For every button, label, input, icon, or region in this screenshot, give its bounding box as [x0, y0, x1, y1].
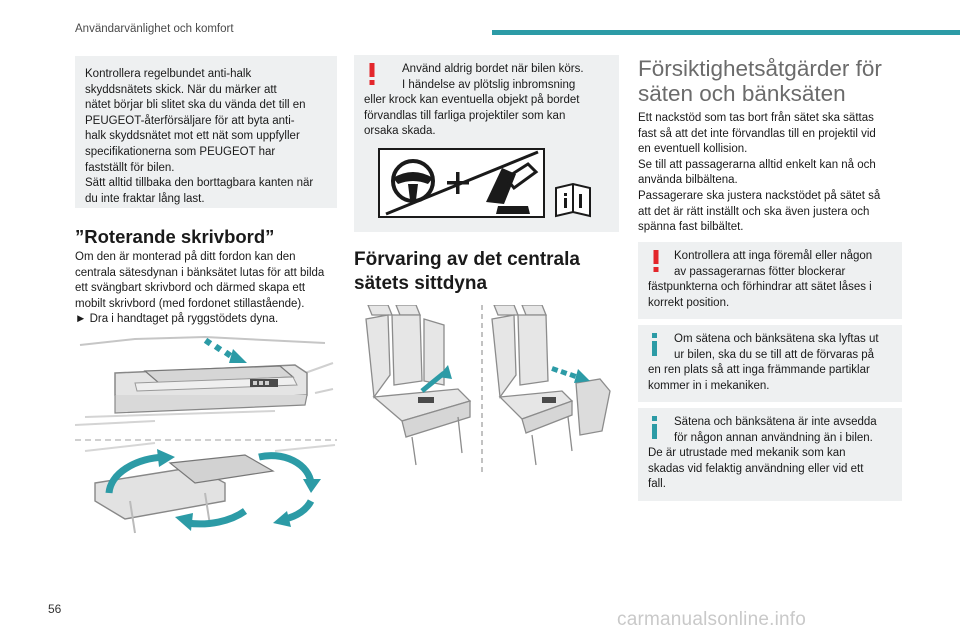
heading-line: sätets sittdyna [354, 272, 488, 294]
info-line: Om sätena och bänksätena ska lyftas ut [674, 333, 879, 345]
manual-book-icon [555, 182, 591, 218]
warning-line: eller krock kan eventuella objekt på bor… [364, 94, 580, 107]
info-line: fall. [648, 478, 666, 491]
heading-line: Försiktighetsåtgärder för [638, 56, 882, 81]
notice-line: PEUGEOT-återförsäljare för att byta anti… [85, 114, 295, 127]
info-line: för någon annan användning än i bilen. [674, 431, 873, 444]
section-heading-seat-precautions: Försiktighetsåtgärder för säten och bänk… [638, 56, 882, 106]
info-line: kommer in i mekaniken. [648, 379, 770, 392]
warning-line: I händelse av plötslig inbromsning [402, 78, 576, 91]
body-line: mobilt skrivbord (med fordonet stillastå… [75, 297, 305, 310]
heading-line: Förvaring av det centrala [354, 249, 580, 270]
rotating-desk-body: Om den är monterad på ditt fordon kan de… [75, 250, 345, 328]
info-icon [652, 333, 660, 356]
body-line: Se till att passagerarna alltid enkelt k… [638, 158, 876, 171]
warning-line: Använd aldrig bordet när bilen körs. [402, 63, 584, 75]
notice-line: skyddsnätets skick. När du märker att [85, 83, 277, 96]
info-line: De är utrustade med mekanik som kan [648, 447, 846, 460]
body-line: fast så att det inte förvandlas till en … [638, 127, 876, 140]
seat-cushion-illustration [365, 305, 611, 473]
desk-illustration [75, 333, 337, 549]
body-line: en eventuell kollision. [638, 143, 748, 156]
body-line: ett svängbart skrivbord och därmed skapa… [75, 282, 306, 295]
notice-line: specifikationerna som PEUGEOT har [85, 145, 276, 158]
notice-line: du inte fraktar lång last. [85, 192, 205, 205]
notice-line: Sätt alltid tillbaka den borttagbara kan… [85, 177, 314, 190]
warning-line: fästpunkterna och förhindrar att sätet l… [648, 281, 872, 294]
warning-line: av passagerarnas fötter blockerar [674, 265, 846, 278]
steering-wheel-icon [391, 159, 435, 203]
section-heading-rotating-desk: ”Roterande skrivbord” [75, 226, 275, 247]
body-line: Passagerare ska justera nackstödet på sä… [638, 189, 881, 202]
heading-line: säten och bänksäten [638, 81, 846, 106]
notice-box-anti-slip: Kontrollera regelbundet anti-halk skydds… [75, 56, 337, 208]
body-line: att det är rätt inställt och ska även ju… [638, 205, 870, 218]
body-line: använda bilbältena. [638, 174, 738, 187]
warning-line: orsaka skada. [364, 125, 436, 138]
no-desk-while-driving-pictogram [378, 148, 591, 218]
notice-line: nätet börjar bli slitet ska du vända det… [85, 99, 306, 112]
info-box-intended-use: Sätena och bänksätena är inte avsedda fö… [638, 408, 902, 501]
body-line: Ett nackstöd som tas bort från sätet ska… [638, 112, 874, 124]
notice-line: fastställt för bilen. [85, 161, 175, 174]
warning-line: förvandlas till farliga projektiler som … [364, 109, 566, 122]
warning-box-desk: Använd aldrig bordet när bilen körs. I h… [354, 55, 619, 232]
notice-line: halk skyddsnätet mot ett nät som uppfyll… [85, 130, 300, 143]
body-line: Om den är monterad på ditt fordon kan de… [75, 251, 296, 263]
info-box-storage: Om sätena och bänksätena ska lyftas ut u… [638, 325, 902, 402]
running-header: Användarvänlighet och komfort [75, 23, 234, 35]
seat-precautions-body: Ett nackstöd som tas bort från sätet ska… [638, 111, 908, 236]
info-line: en ren plats så att inga främmande parti… [648, 364, 870, 377]
warning-icon [653, 250, 659, 272]
warning-line: korrekt position. [648, 296, 730, 309]
section-heading-seat-cushion-storage: Förvaring av det centrala sätets sittdyn… [354, 248, 580, 295]
body-line: spänna fast bilbältet. [638, 221, 744, 234]
warning-line: Kontrollera att inga föremål eller någon [674, 250, 873, 262]
warning-box-seat-fixing: Kontrollera att inga föremål eller någon… [638, 242, 902, 319]
info-line: skadas vid felaktig användning eller vid… [648, 462, 864, 475]
body-line: centrala sätesdynan i bänksätet lutas fö… [75, 266, 325, 279]
header-accent-bar [492, 30, 960, 35]
info-line: Sätena och bänksätena är inte avsedda [674, 416, 877, 428]
site-watermark[interactable]: carmanualsonline.info [617, 609, 807, 630]
notice-line: Kontrollera regelbundet anti-halk [85, 68, 252, 80]
info-icon [652, 416, 660, 439]
info-line: ur bilen, ska du se till att de förvaras… [674, 348, 875, 361]
body-line: ► Dra i handtaget på ryggstödets dyna. [75, 313, 279, 326]
warning-icon [369, 63, 375, 85]
page-number: 56 [48, 602, 62, 616]
